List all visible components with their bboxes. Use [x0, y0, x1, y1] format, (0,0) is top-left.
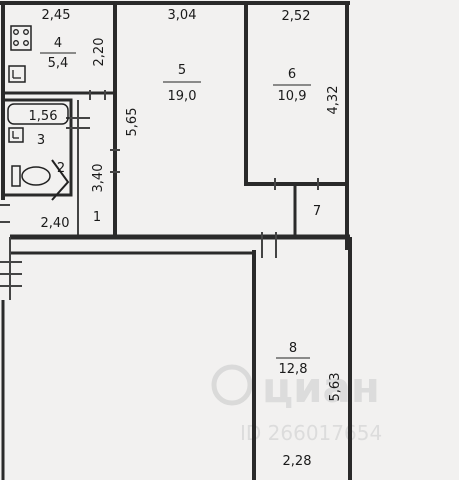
room-number: 6 [288, 67, 296, 82]
room-area: 5,4 [48, 56, 69, 71]
dimensions: 2,45 3,04 2,52 1,56 2,40 2,28 2,20 5,65 … [29, 8, 343, 469]
dim-room8-width: 2,28 [283, 454, 312, 469]
bathtub-icon [7, 103, 69, 125]
kitchen-sink-icon [8, 65, 26, 83]
room-2-label: 2 [57, 161, 65, 176]
room-7-label: 7 [313, 204, 321, 219]
room-number: 5 [178, 63, 186, 78]
room-1-label: 1 [93, 210, 101, 225]
room-4-label: 4 5,4 [40, 36, 76, 71]
dim-top-middle: 3,04 [168, 8, 197, 23]
dim-room6-height: 4,32 [326, 86, 341, 115]
stove-icon [10, 25, 32, 51]
dim-hall: 2,40 [41, 216, 70, 231]
room-5-label: 5 19,0 [163, 63, 201, 104]
room-6-label: 6 10,9 [273, 67, 311, 104]
dim-top-right: 2,52 [282, 9, 311, 24]
room-3-label: 3 [37, 133, 45, 148]
dim-room8-height: 5,63 [328, 373, 343, 402]
room-number: 8 [289, 341, 297, 356]
room-number: 4 [54, 36, 62, 51]
dim-corridor-height: 3,40 [91, 164, 106, 193]
room-8-label: 8 12,8 [276, 341, 310, 377]
bath-sink-icon [8, 127, 24, 143]
dim-bath: 1,56 [29, 109, 58, 124]
watermark: циан ID 266017654 [211, 363, 382, 445]
room-area: 12,8 [279, 362, 308, 377]
walls [0, 1, 352, 480]
room-area: 10,9 [278, 89, 307, 104]
watermark-brand: циан [262, 363, 380, 412]
watermark-id: ID 266017654 [240, 421, 382, 445]
dim-top-left: 2,45 [42, 8, 71, 23]
dim-kitchen-height: 2,20 [92, 38, 107, 67]
toilet-icon [11, 159, 70, 201]
dim-room5-height: 5,65 [125, 108, 140, 137]
room-area: 19,0 [168, 89, 197, 104]
